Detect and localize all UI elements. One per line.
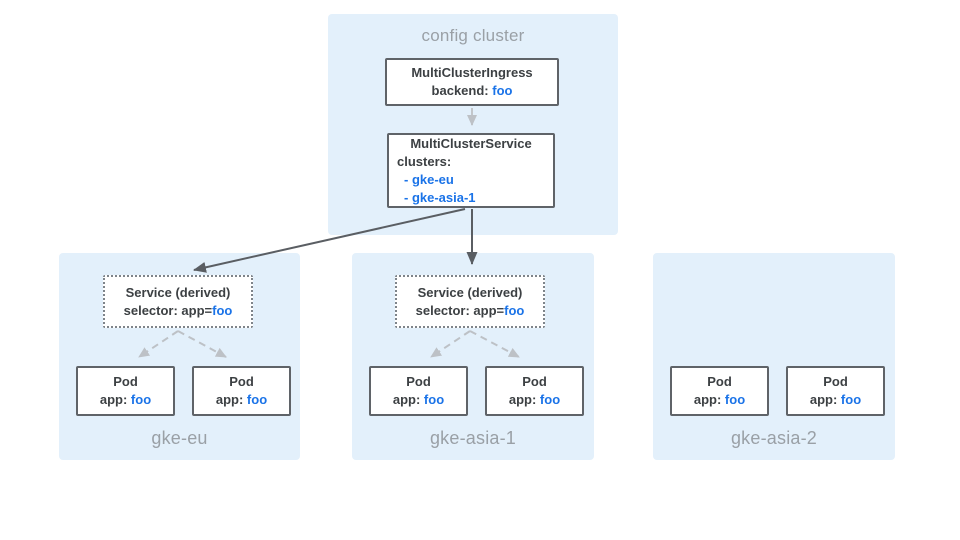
- pod-app-value: foo: [724, 392, 746, 407]
- pod-app-line: app: foo: [672, 391, 767, 409]
- gke-asia-1-panel-label: gke-asia-1: [429, 428, 517, 448]
- config-cluster-title: config cluster: [421, 26, 525, 45]
- pod-app-line: app: foo: [194, 391, 289, 409]
- gke-eu-panel: Service (derived) selector: app=foo Pod …: [59, 253, 300, 460]
- pod-app-line: app: foo: [788, 391, 883, 409]
- multiclusterservice-title: MultiClusterService: [410, 135, 532, 151]
- service-title: Service (derived): [125, 284, 231, 300]
- service-selector-line: selector: app=foo: [397, 302, 543, 320]
- multiclusteringress-title: MultiClusterIngress: [411, 65, 533, 80]
- pod-app-value: foo: [840, 392, 862, 407]
- pod-app-line: app: foo: [78, 391, 173, 409]
- pod-title: Pod: [113, 374, 138, 389]
- pod-app-value: foo: [539, 392, 561, 407]
- gke-asia-1-panel: Service (derived) selector: app=foo Pod …: [352, 253, 594, 460]
- config-cluster-panel: config cluster MultiClusterIngress backe…: [328, 14, 618, 235]
- selector-value: foo: [212, 302, 233, 318]
- pod-title: Pod: [522, 374, 547, 389]
- selector-value: foo: [504, 302, 525, 318]
- multiclusterservice-box: MultiClusterService clusters: - gke-eu -…: [387, 133, 555, 208]
- pod-app-line: app: foo: [487, 391, 582, 409]
- pod-app-value: foo: [423, 392, 445, 407]
- pod-app-label: app:: [99, 392, 131, 407]
- multiclusteringress-box: MultiClusterIngress backend: foo: [385, 58, 559, 106]
- multiclusteringress-backend-line: backend: foo: [387, 82, 557, 100]
- gke-asia-1-pod-1-box: Pod app: foo: [369, 366, 468, 416]
- gke-asia-1-pod-2-box: Pod app: foo: [485, 366, 584, 416]
- pod-app-label: app:: [392, 392, 424, 407]
- clusters-label: clusters:: [397, 153, 452, 169]
- gke-eu-pod-1-box: Pod app: foo: [76, 366, 175, 416]
- cluster-item-gke-asia-1: - gke-asia-1: [404, 189, 476, 205]
- selector-label: selector: app=: [415, 302, 505, 318]
- service-title: Service (derived): [417, 284, 523, 300]
- pod-app-value: foo: [246, 392, 268, 407]
- service-selector-line: selector: app=foo: [105, 302, 251, 320]
- gke-asia-2-pod-2-box: Pod app: foo: [786, 366, 885, 416]
- pod-title: Pod: [406, 374, 431, 389]
- gke-asia-2-panel-label: gke-asia-2: [730, 428, 818, 448]
- pod-app-label: app:: [215, 392, 247, 407]
- gke-eu-derived-service-box: Service (derived) selector: app=foo: [103, 275, 253, 328]
- backend-label: backend:: [431, 83, 493, 98]
- gke-asia-1-derived-service-box: Service (derived) selector: app=foo: [395, 275, 545, 328]
- pod-title: Pod: [823, 374, 848, 389]
- selector-label: selector: app=: [123, 302, 213, 318]
- gke-eu-panel-label: gke-eu: [151, 428, 208, 448]
- cluster-item-gke-eu: - gke-eu: [404, 171, 454, 187]
- pod-title: Pod: [707, 374, 732, 389]
- pod-app-label: app:: [809, 392, 841, 407]
- gke-asia-2-panel: Pod app: foo Pod app: foo gke-asia-2: [653, 253, 895, 460]
- gke-eu-pod-2-box: Pod app: foo: [192, 366, 291, 416]
- backend-value: foo: [492, 83, 513, 98]
- pod-app-line: app: foo: [371, 391, 466, 409]
- pod-app-value: foo: [130, 392, 152, 407]
- pod-app-label: app:: [693, 392, 725, 407]
- pod-title: Pod: [229, 374, 254, 389]
- pod-app-label: app:: [508, 392, 540, 407]
- gke-asia-2-pod-1-box: Pod app: foo: [670, 366, 769, 416]
